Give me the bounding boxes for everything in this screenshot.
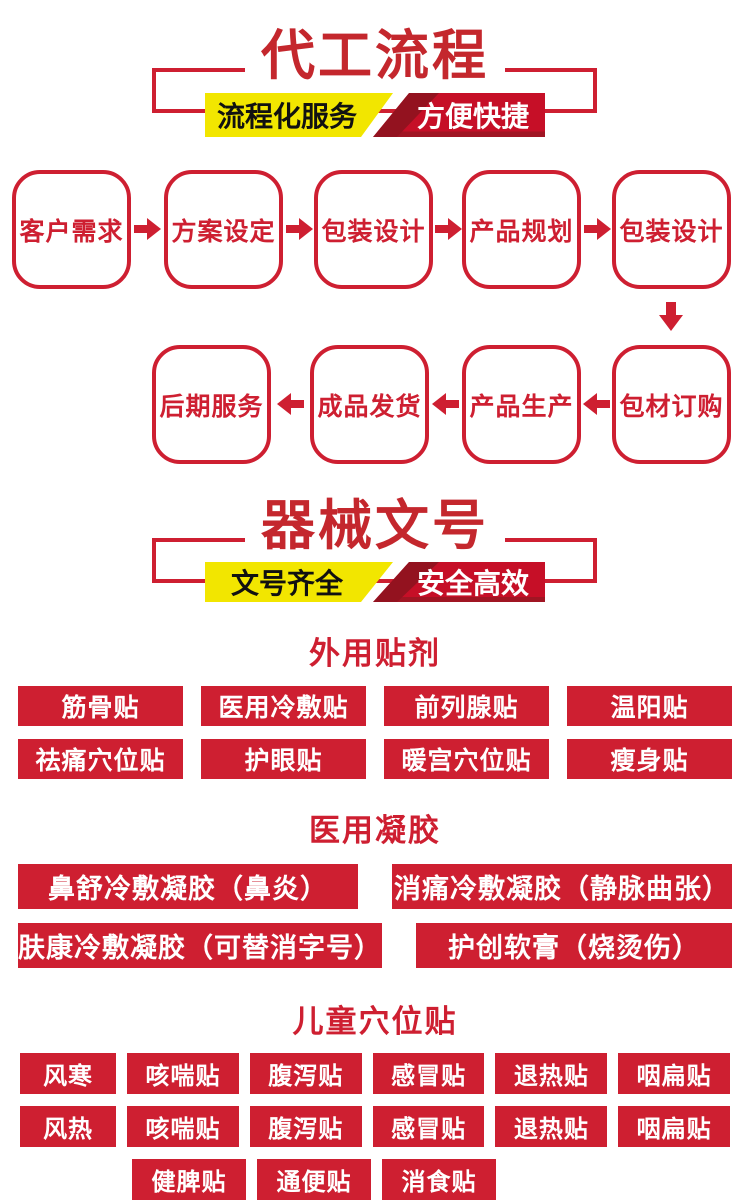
product-label: 祛痛穴位贴 — [18, 739, 183, 779]
process-ribbon: 流程化服务 方便快捷 — [205, 93, 545, 137]
gel-row-1: 鼻舒冷敷凝胶（鼻炎） 消痛冷敷凝胶（静脉曲张） — [0, 864, 750, 909]
arrow-right-icon — [286, 218, 313, 240]
flow-step-plan-setting: 方案设定 — [164, 170, 283, 289]
product-label: 护眼贴 — [201, 739, 366, 779]
license-section: 器械文号 文号齐全 安全高效 外用贴剂 筋骨贴 医用冷敷贴 前列腺贴 温阳贴 祛… — [0, 490, 750, 1200]
flow-step-production: 产品生产 — [462, 345, 581, 464]
product-label: 健脾贴 — [132, 1159, 246, 1200]
product-label: 暖宫穴位贴 — [384, 739, 549, 779]
flow-step-ship-finished: 成品发货 — [310, 345, 429, 464]
group-heading-external-patches: 外用贴剂 — [309, 636, 441, 671]
product-label: 瘦身贴 — [567, 739, 732, 779]
product-label: 腹泻贴 — [249, 1053, 362, 1094]
product-label: 温阳贴 — [567, 686, 732, 726]
arrow-right-icon — [584, 218, 611, 240]
product-label: 风热 — [20, 1106, 117, 1147]
group-heading-medical-gels: 医用凝胶 — [309, 813, 441, 848]
process-flowchart: 客户需求 方案设定 包装设计 产品规划 包装设计 后期服务 成品发货 产品生产 … — [0, 160, 750, 490]
process-section: 代工流程 流程化服务 方便快捷 客户需求 方案设定 包装设计 产品规划 包装设计… — [0, 0, 750, 490]
product-label: 通便贴 — [257, 1159, 371, 1200]
product-label: 退热贴 — [495, 1106, 608, 1147]
product-label: 腹泻贴 — [249, 1106, 362, 1147]
arrow-right-icon — [134, 218, 161, 240]
arrow-right-icon — [435, 218, 462, 240]
product-label: 前列腺贴 — [384, 686, 549, 726]
product-label: 护创软膏（烧烫伤） — [416, 923, 732, 968]
license-ribbon-right-label: 安全高效 — [416, 568, 529, 599]
product-label: 咳喘贴 — [127, 1106, 239, 1147]
product-label: 风寒 — [20, 1053, 117, 1094]
patch-row-1: 筋骨贴 医用冷敷贴 前列腺贴 温阳贴 — [0, 686, 750, 726]
flow-step-customer-needs: 客户需求 — [12, 170, 131, 289]
license-title-text: 器械文号 — [245, 496, 505, 556]
product-label: 感冒贴 — [372, 1053, 485, 1094]
license-ribbon-left: 文号齐全 — [205, 562, 393, 602]
arrow-left-icon — [432, 393, 459, 415]
process-ribbon-left: 流程化服务 — [205, 93, 393, 137]
product-label: 咽扁贴 — [618, 1053, 731, 1094]
flow-step-order-materials: 包材订购 — [612, 345, 731, 464]
process-ribbon-right: 方便快捷 — [373, 93, 545, 137]
flow-step-after-service: 后期服务 — [152, 345, 271, 464]
product-label: 感冒贴 — [372, 1106, 485, 1147]
product-label: 医用冷敷贴 — [201, 686, 366, 726]
product-label: 鼻舒冷敷凝胶（鼻炎） — [18, 864, 358, 909]
arrow-left-icon — [583, 393, 610, 415]
process-title: 代工流程 — [0, 26, 750, 86]
license-ribbon-right: 安全高效 — [373, 562, 545, 602]
group-heading-children-patches: 儿童穴位贴 — [292, 1004, 458, 1039]
patch-row-2: 祛痛穴位贴 护眼贴 暖宫穴位贴 瘦身贴 — [0, 739, 750, 779]
license-title-block: 器械文号 文号齐全 安全高效 — [0, 490, 750, 612]
kids-row-1: 风寒 咳喘贴 腹泻贴 感冒贴 退热贴 咽扁贴 — [0, 1053, 750, 1094]
arrow-down-icon — [659, 302, 683, 331]
kids-row-3: 健脾贴 通便贴 消食贴 — [0, 1159, 750, 1200]
product-label: 消痛冷敷凝胶（静脉曲张） — [392, 864, 732, 909]
product-label: 筋骨贴 — [18, 686, 183, 726]
license-title: 器械文号 — [0, 496, 750, 556]
flow-step-product-planning: 产品规划 — [462, 170, 581, 289]
flow-step-package-design-1: 包装设计 — [314, 170, 433, 289]
process-ribbon-right-label: 方便快捷 — [416, 101, 529, 132]
product-label: 肤康冷敷凝胶（可替消字号） — [18, 923, 382, 968]
license-ribbon: 文号齐全 安全高效 — [205, 562, 545, 602]
gel-row-2: 肤康冷敷凝胶（可替消字号） 护创软膏（烧烫伤） — [0, 923, 750, 968]
process-title-block: 代工流程 流程化服务 方便快捷 — [0, 0, 750, 160]
kids-row-2: 风热 咳喘贴 腹泻贴 感冒贴 退热贴 咽扁贴 — [0, 1106, 750, 1147]
process-title-text: 代工流程 — [245, 26, 505, 86]
product-label: 咽扁贴 — [618, 1106, 731, 1147]
product-label: 咳喘贴 — [127, 1053, 239, 1094]
flow-step-package-design-2: 包装设计 — [612, 170, 731, 289]
product-label: 消食贴 — [382, 1159, 496, 1200]
arrow-left-icon — [277, 393, 304, 415]
product-label: 退热贴 — [495, 1053, 608, 1094]
